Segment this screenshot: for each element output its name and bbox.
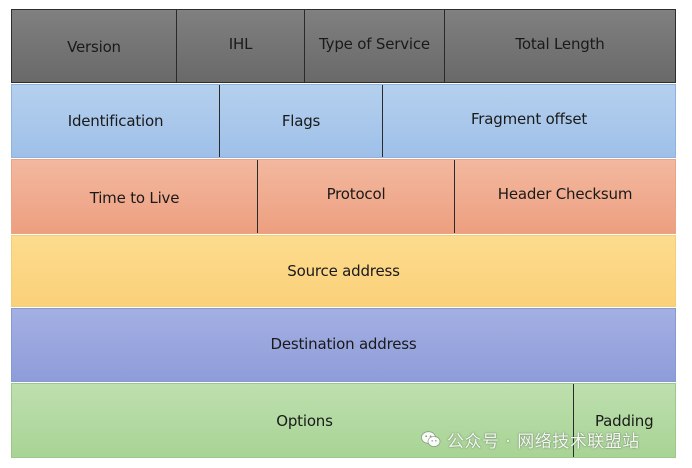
header-row-5: Destination address xyxy=(11,308,676,382)
watermark: 公众号 · 网络技术联盟站 xyxy=(421,427,640,452)
field-time-to-live: Time to Live xyxy=(89,188,180,207)
header-row-4: Source address xyxy=(11,235,676,307)
field-padding: Padding xyxy=(573,384,675,457)
field-total-length: Total Length xyxy=(444,10,675,82)
ip-header-diagram: Version IHL Type of Service Total Length… xyxy=(11,9,676,458)
header-row-3: Time to Live Protocol Header Checksum xyxy=(11,159,676,234)
field-ihl: IHL xyxy=(176,10,304,82)
field-options: Options xyxy=(276,411,333,430)
field-header-checksum: Header Checksum xyxy=(454,160,675,233)
field-type-of-service: Type of Service xyxy=(304,10,444,82)
field-flags: Flags xyxy=(219,85,382,157)
header-row-1: Version IHL Type of Service Total Length xyxy=(11,9,676,83)
field-destination-address: Destination address xyxy=(270,335,417,353)
wechat-icon xyxy=(421,431,441,448)
field-protocol: Protocol xyxy=(257,160,454,233)
header-row-6: Options Padding xyxy=(11,383,676,458)
watermark-text: 公众号 · 网络技术联盟站 xyxy=(447,432,640,452)
field-version: Version xyxy=(67,38,121,56)
header-row-2: Identification Flags Fragment offset xyxy=(11,84,676,158)
field-source-address: Source address xyxy=(287,262,400,280)
field-identification: Identification xyxy=(67,112,164,130)
field-fragment-offset: Fragment offset xyxy=(382,85,675,157)
